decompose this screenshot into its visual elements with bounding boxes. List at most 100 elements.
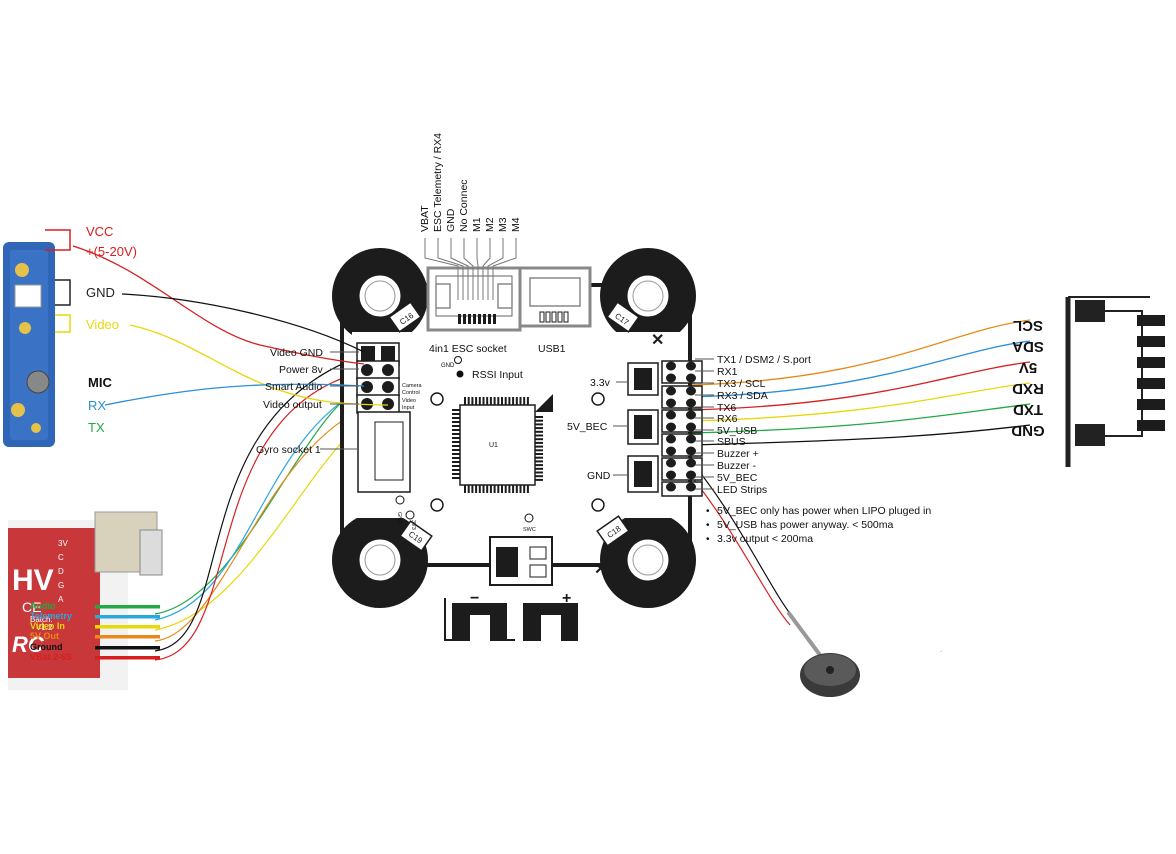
camera-pad-video [19, 322, 31, 334]
vtx-pin-stripe [95, 646, 160, 650]
negative-sign: − [470, 590, 479, 607]
esc-pin-label: ESC Telemetry / RX4 [432, 133, 444, 232]
right-pads [661, 360, 703, 497]
video-input-label-1: Video [402, 398, 416, 404]
regulator-pad-b [529, 564, 547, 578]
right-pad [666, 386, 676, 396]
mcu-pin [452, 441, 460, 443]
right-pad [666, 410, 676, 420]
right-label: 5V_BEC [717, 472, 758, 484]
camera-control-label-1: Camera [402, 383, 423, 389]
vtx-pin-stripe [95, 635, 160, 639]
vtx-pin-letter: C [58, 553, 64, 562]
mcu-pin [508, 397, 511, 405]
mount-hole-tl [430, 392, 444, 406]
mcu-pin [535, 456, 543, 459]
gyro-socket-inner [374, 421, 404, 481]
note-text: 3.3v output < 200ma [717, 533, 813, 545]
left-pad-video-gnd-b [381, 346, 395, 362]
gps-wire [689, 424, 1031, 446]
mcu-pin [452, 461, 460, 463]
pad-label: GND [587, 470, 611, 482]
gps-pin [1137, 357, 1165, 368]
mcu-pin [535, 464, 543, 467]
mcu-pin [535, 453, 543, 455]
mcu-pin [515, 397, 518, 405]
stray-dot: . [940, 645, 942, 654]
esc-socket-pin [473, 314, 476, 324]
left-pads [356, 360, 400, 414]
left-pad [361, 364, 373, 376]
microphone-icon [26, 370, 50, 394]
mcu-pin [452, 417, 460, 419]
mount-hole-tr [591, 392, 605, 406]
esc-pin-leads [424, 238, 517, 300]
side-label-3v3: 3V3 [410, 520, 416, 530]
mcu-pin [452, 473, 460, 475]
buzzer-lead [786, 610, 822, 657]
mcu-pin [486, 397, 489, 405]
right-pad [686, 434, 696, 444]
mcu-pin [452, 457, 460, 459]
mcu-pin [452, 433, 460, 435]
usb-socket-inner [529, 277, 581, 307]
mount-hole-bl [430, 498, 444, 512]
right-label: Buzzer - [717, 460, 757, 472]
camera-wire-video [129, 324, 389, 406]
mcu-pin [497, 485, 500, 493]
mcu-pin [475, 397, 478, 405]
vtx-version-text: V1.2 [36, 623, 53, 632]
mcu-pin [535, 441, 543, 444]
mcu-pin [452, 445, 460, 447]
mcu-pin [535, 449, 543, 452]
mcu-pin [523, 397, 526, 405]
esc-pin-lead [450, 238, 469, 300]
vtx-plug [139, 529, 163, 576]
mcu-pin [535, 438, 543, 441]
camera-pad-tx [31, 423, 41, 433]
note-text: 5V_BEC only has power when LIPO pluged i… [717, 505, 931, 517]
gps-label: SDA [1012, 338, 1044, 355]
gps-label: 5V [1019, 359, 1037, 376]
esc-pin-label: No Connec [458, 179, 470, 232]
vtx-pin-stripe [95, 605, 160, 609]
mcu-pin [452, 413, 460, 415]
right-pad [666, 482, 676, 492]
right-label: TX3 / SCL [717, 378, 766, 390]
right-pad [666, 458, 676, 468]
capacitor-c18 [596, 515, 630, 547]
esc-socket-pin [488, 314, 491, 324]
left-pad [382, 381, 394, 393]
vtx-pin-label: Telemetry [30, 611, 72, 621]
gps-wire [689, 361, 1031, 411]
mark-x-top-right: ✕ [651, 332, 664, 349]
gnd-bracket [55, 279, 71, 306]
video-bracket [55, 314, 71, 333]
right-pad [686, 410, 696, 420]
mcu-pin [535, 467, 543, 470]
capacitor-c19 [399, 520, 433, 552]
vtx-pin-label: VBat 2-6S [30, 652, 72, 662]
mcu-pin [475, 485, 478, 493]
left-label: Power 8v [279, 364, 324, 376]
esc-pin-lead [492, 238, 517, 300]
vtx-wire [154, 367, 381, 661]
esc-pin-lead [482, 238, 491, 300]
gps-label: SCL [1013, 317, 1043, 334]
video-input-label-2: Input [402, 405, 415, 411]
left-label: Video GND [270, 347, 323, 359]
camera-module [3, 242, 55, 447]
esc-pin-lead [437, 238, 464, 300]
mcu-pin [535, 419, 543, 422]
left-label: Gyro socket 1 [256, 444, 321, 456]
mcu-pin [535, 427, 543, 430]
esc-pin-lead [476, 238, 479, 300]
pad-label: 5V_BEC [567, 421, 608, 433]
mcu-pin [452, 437, 460, 439]
right-pad [686, 446, 696, 456]
